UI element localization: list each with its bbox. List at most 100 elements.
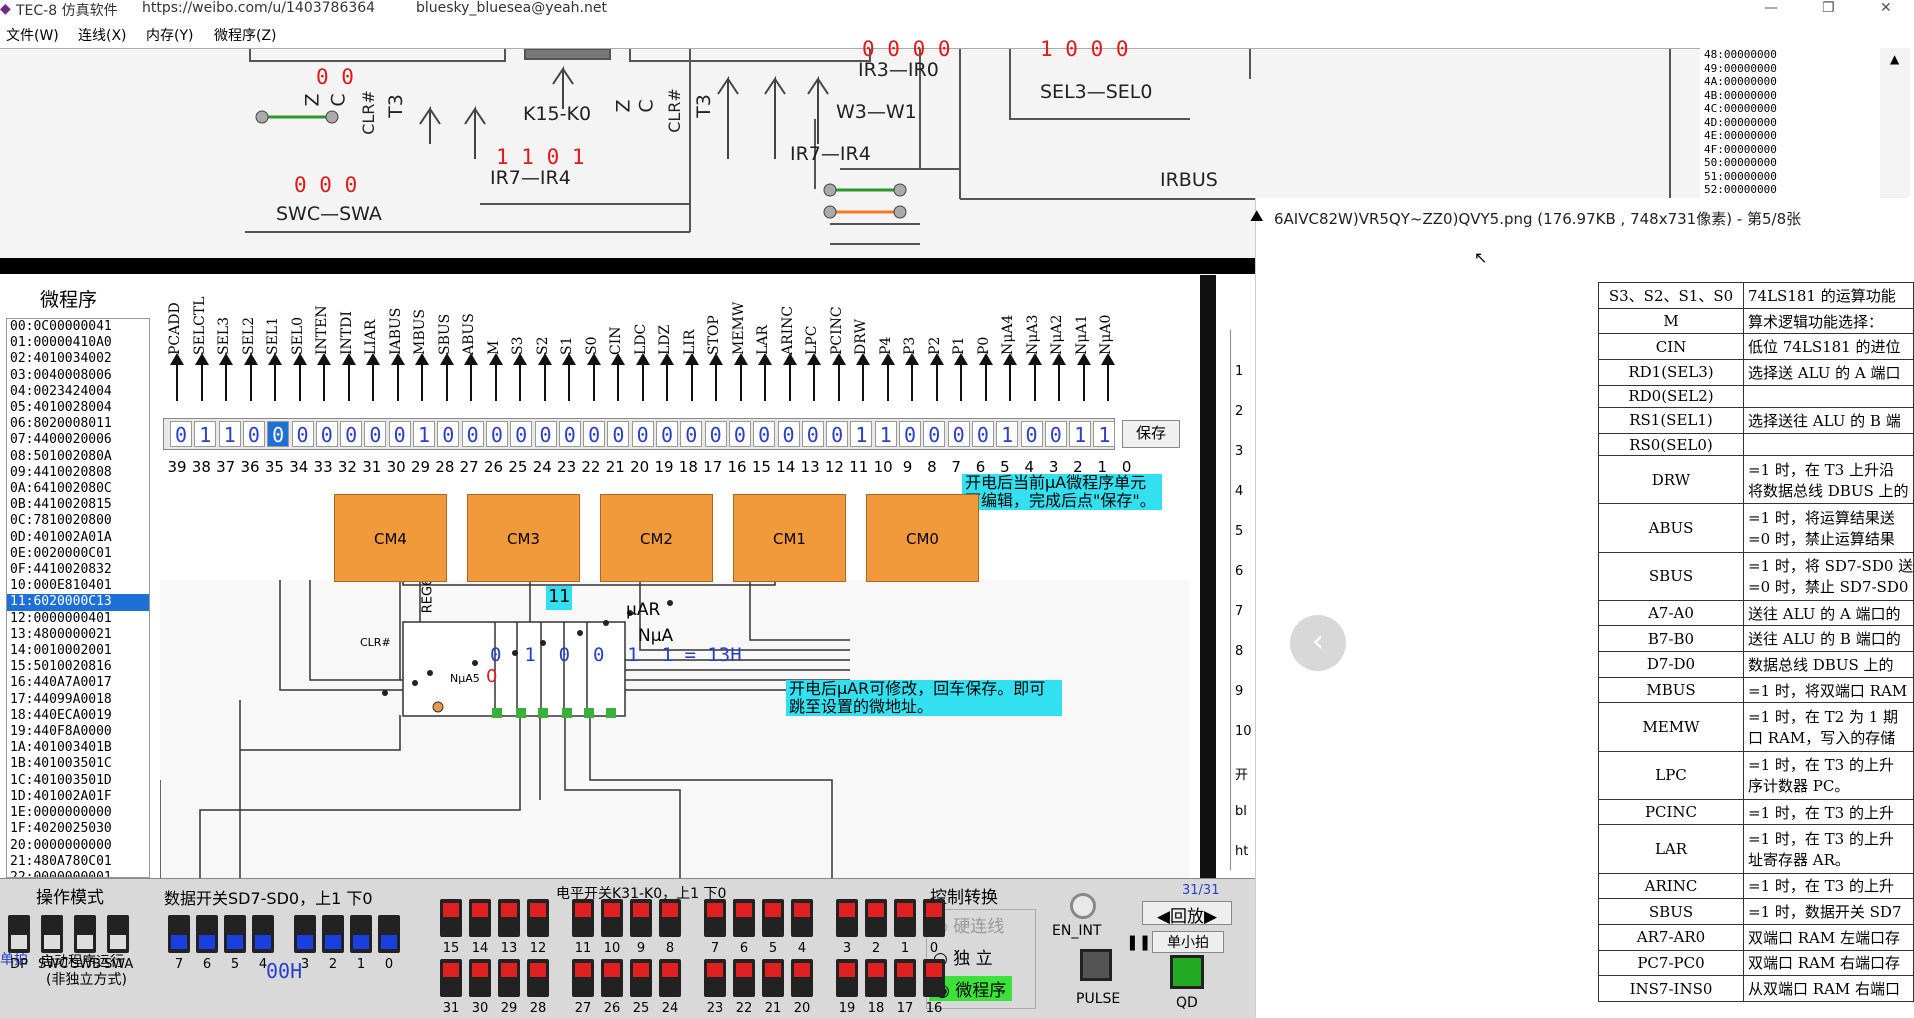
level-switch[interactable] xyxy=(572,959,594,997)
bit-cell[interactable]: 0 xyxy=(704,421,727,447)
microprogram-item[interactable]: 05:4010028004 xyxy=(10,400,112,416)
bit-cell[interactable]: 1 xyxy=(850,421,873,447)
microprogram-item[interactable]: 1B:401003501C xyxy=(10,756,112,772)
microprogram-item[interactable]: 10:000E810401 xyxy=(10,578,112,594)
bit-cell[interactable]: 0 xyxy=(267,421,290,447)
microprogram-item[interactable]: 00:0C00000041 xyxy=(10,319,112,334)
menu-wiring[interactable]: 连线(X) xyxy=(78,28,127,44)
bit-cell[interactable]: 0 xyxy=(631,421,654,447)
bit-cell[interactable]: 0 xyxy=(510,421,533,447)
mode-switch[interactable] xyxy=(41,915,63,953)
bit-cell[interactable]: 0 xyxy=(680,421,703,447)
level-switch[interactable] xyxy=(469,899,491,937)
bit-cell[interactable]: 0 xyxy=(1020,421,1043,447)
microprogram-item[interactable]: 0B:4410020815 xyxy=(10,497,112,513)
microprogram-item[interactable]: 07:4400020006 xyxy=(10,432,112,448)
bit-cell[interactable]: 0 xyxy=(340,421,363,447)
microprogram-item[interactable]: 08:501002080A xyxy=(10,448,112,464)
level-switch[interactable] xyxy=(527,899,549,937)
bit-cell[interactable]: 1 xyxy=(218,421,241,447)
data-switch[interactable] xyxy=(378,915,400,953)
bit-cell[interactable]: 0 xyxy=(923,421,946,447)
bit-cell[interactable]: 0 xyxy=(947,421,970,447)
bit-cell[interactable]: 0 xyxy=(485,421,508,447)
level-switch[interactable] xyxy=(762,899,784,937)
data-switch[interactable] xyxy=(196,915,218,953)
level-switch[interactable] xyxy=(923,959,945,997)
level-switch[interactable] xyxy=(440,959,462,997)
bit-cell[interactable]: 0 xyxy=(291,421,314,447)
microprogram-item[interactable]: 21:480A780C01 xyxy=(10,853,112,869)
level-switch[interactable] xyxy=(733,899,755,937)
qd-button[interactable] xyxy=(1170,955,1204,989)
scroll-up-icon[interactable]: ▲ xyxy=(1890,52,1900,66)
level-switch[interactable] xyxy=(440,899,462,937)
level-switch[interactable] xyxy=(469,959,491,997)
uar-value[interactable]: 11 xyxy=(546,586,572,610)
bit-cell[interactable]: 0 xyxy=(607,421,630,447)
microprogram-item[interactable]: 1D:401002A01F xyxy=(10,788,112,804)
microprogram-item[interactable]: 06:8020008011 xyxy=(10,416,112,432)
bit-cell[interactable]: 0 xyxy=(656,421,678,447)
data-switch[interactable] xyxy=(168,915,190,953)
level-switch[interactable] xyxy=(791,899,813,937)
menu-file[interactable]: 文件(W) xyxy=(6,28,59,44)
bit-cell[interactable]: 0 xyxy=(1044,421,1067,447)
level-switch[interactable] xyxy=(659,899,681,937)
microprogram-item[interactable]: 11:6020000C13 xyxy=(7,594,149,611)
microprogram-item[interactable]: 20:0000000000 xyxy=(10,837,112,853)
memory-scrollbar[interactable]: ▲ xyxy=(1880,48,1910,198)
microprogram-item[interactable]: 1F:4020025030 xyxy=(10,821,112,837)
microprogram-item[interactable]: 13:4800000021 xyxy=(10,626,112,642)
level-switch[interactable] xyxy=(704,959,726,997)
level-switch[interactable] xyxy=(791,959,813,997)
bit-cell[interactable]: 0 xyxy=(899,421,921,447)
level-switch[interactable] xyxy=(836,899,858,937)
level-switch[interactable] xyxy=(498,959,520,997)
bit-cell[interactable]: 1 xyxy=(874,421,897,447)
microprogram-item[interactable]: 0E:0020000C01 xyxy=(10,545,112,561)
single-step-button[interactable]: 单小拍 xyxy=(1152,931,1224,953)
bit-cell[interactable]: 1 xyxy=(1093,421,1116,447)
microprogram-item[interactable]: 18:440ECA0019 xyxy=(10,707,112,723)
bit-cell[interactable]: 0 xyxy=(315,421,338,447)
microprogram-item[interactable]: 0F:4410020832 xyxy=(10,562,112,578)
level-switch[interactable] xyxy=(704,899,726,937)
microprogram-item[interactable]: 03:0040008006 xyxy=(10,367,112,383)
data-switch[interactable] xyxy=(252,915,274,953)
microprogram-item[interactable]: 1C:401003501D xyxy=(10,772,112,788)
data-switch[interactable] xyxy=(350,915,372,953)
level-switch[interactable] xyxy=(630,959,652,997)
bit-cell[interactable]: 0 xyxy=(728,421,751,447)
microprogram-item[interactable]: 14:0010002001 xyxy=(10,643,112,659)
level-switch[interactable] xyxy=(894,959,916,997)
bit-cell[interactable]: 1 xyxy=(996,421,1019,447)
microprogram-item[interactable]: 17:44099A0018 xyxy=(10,691,112,707)
bit-cell[interactable]: 0 xyxy=(461,421,484,447)
level-switch[interactable] xyxy=(865,959,887,997)
mode-switch[interactable] xyxy=(8,915,30,953)
maximize-icon[interactable]: ❐ xyxy=(1822,0,1835,16)
microprogram-item[interactable]: 16:440A7A0017 xyxy=(10,675,112,691)
bit-cell[interactable]: 0 xyxy=(558,421,581,447)
bit-cell[interactable]: 0 xyxy=(971,421,994,447)
level-switch[interactable] xyxy=(923,899,945,937)
replay-button[interactable]: ◀回放▶ xyxy=(1142,901,1232,927)
mode-switch[interactable] xyxy=(107,915,129,953)
microprogram-item[interactable]: 0A:641002080C xyxy=(10,481,112,497)
bit-cell[interactable]: 1 xyxy=(1069,421,1092,447)
microprogram-item[interactable]: 12:0000000401 xyxy=(10,610,112,626)
data-switch[interactable] xyxy=(294,915,316,953)
level-switch[interactable] xyxy=(572,899,594,937)
microprogram-item[interactable]: 0D:401002A01A xyxy=(10,529,112,545)
level-switch[interactable] xyxy=(601,899,623,937)
close-icon[interactable]: ✕ xyxy=(1880,0,1892,16)
microprogram-item[interactable]: 02:4010034002 xyxy=(10,351,112,367)
microprogram-item[interactable]: 1E:0000000000 xyxy=(10,805,112,821)
bit-cell[interactable]: 0 xyxy=(242,421,265,447)
microprogram-item[interactable]: 19:440F8A0000 xyxy=(10,724,112,740)
microprogram-item[interactable]: 15:5010020816 xyxy=(10,659,112,675)
level-switch[interactable] xyxy=(865,899,887,937)
level-switch[interactable] xyxy=(762,959,784,997)
